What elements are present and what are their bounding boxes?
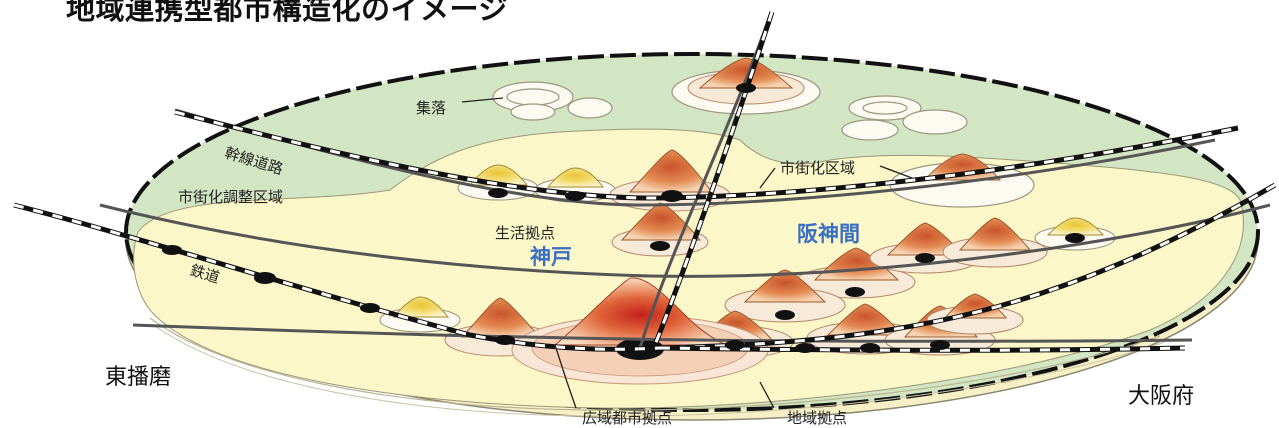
urbanization-area-label: 市街化区域	[780, 159, 856, 177]
stations	[162, 83, 1085, 353]
regional-hub-label: 地域拠点	[787, 409, 848, 427]
higashiharima-label: 東播磨	[105, 365, 172, 390]
osakafu-label: 大阪府	[1128, 384, 1195, 409]
hanshinkan-label: 阪神間	[797, 222, 860, 246]
urban-area-rim	[149, 317, 1161, 411]
living-hub-label: 生活拠点	[495, 224, 556, 242]
wide-area-hub-label: 広域都市拠点	[582, 409, 673, 427]
village-cluster-left	[492, 81, 613, 121]
leader-lines	[461, 97, 913, 409]
urban-area-rim-2	[154, 325, 1166, 417]
urbanization-control-area-label: 市街化調整区域	[178, 188, 284, 206]
village-cluster-right	[841, 95, 968, 141]
railways	[13, 11, 1277, 353]
page-title: 地域連携型都市構造化のイメージ	[66, 0, 508, 26]
kobe-label: 神戸	[530, 245, 572, 269]
village-label: 集落	[416, 99, 447, 117]
